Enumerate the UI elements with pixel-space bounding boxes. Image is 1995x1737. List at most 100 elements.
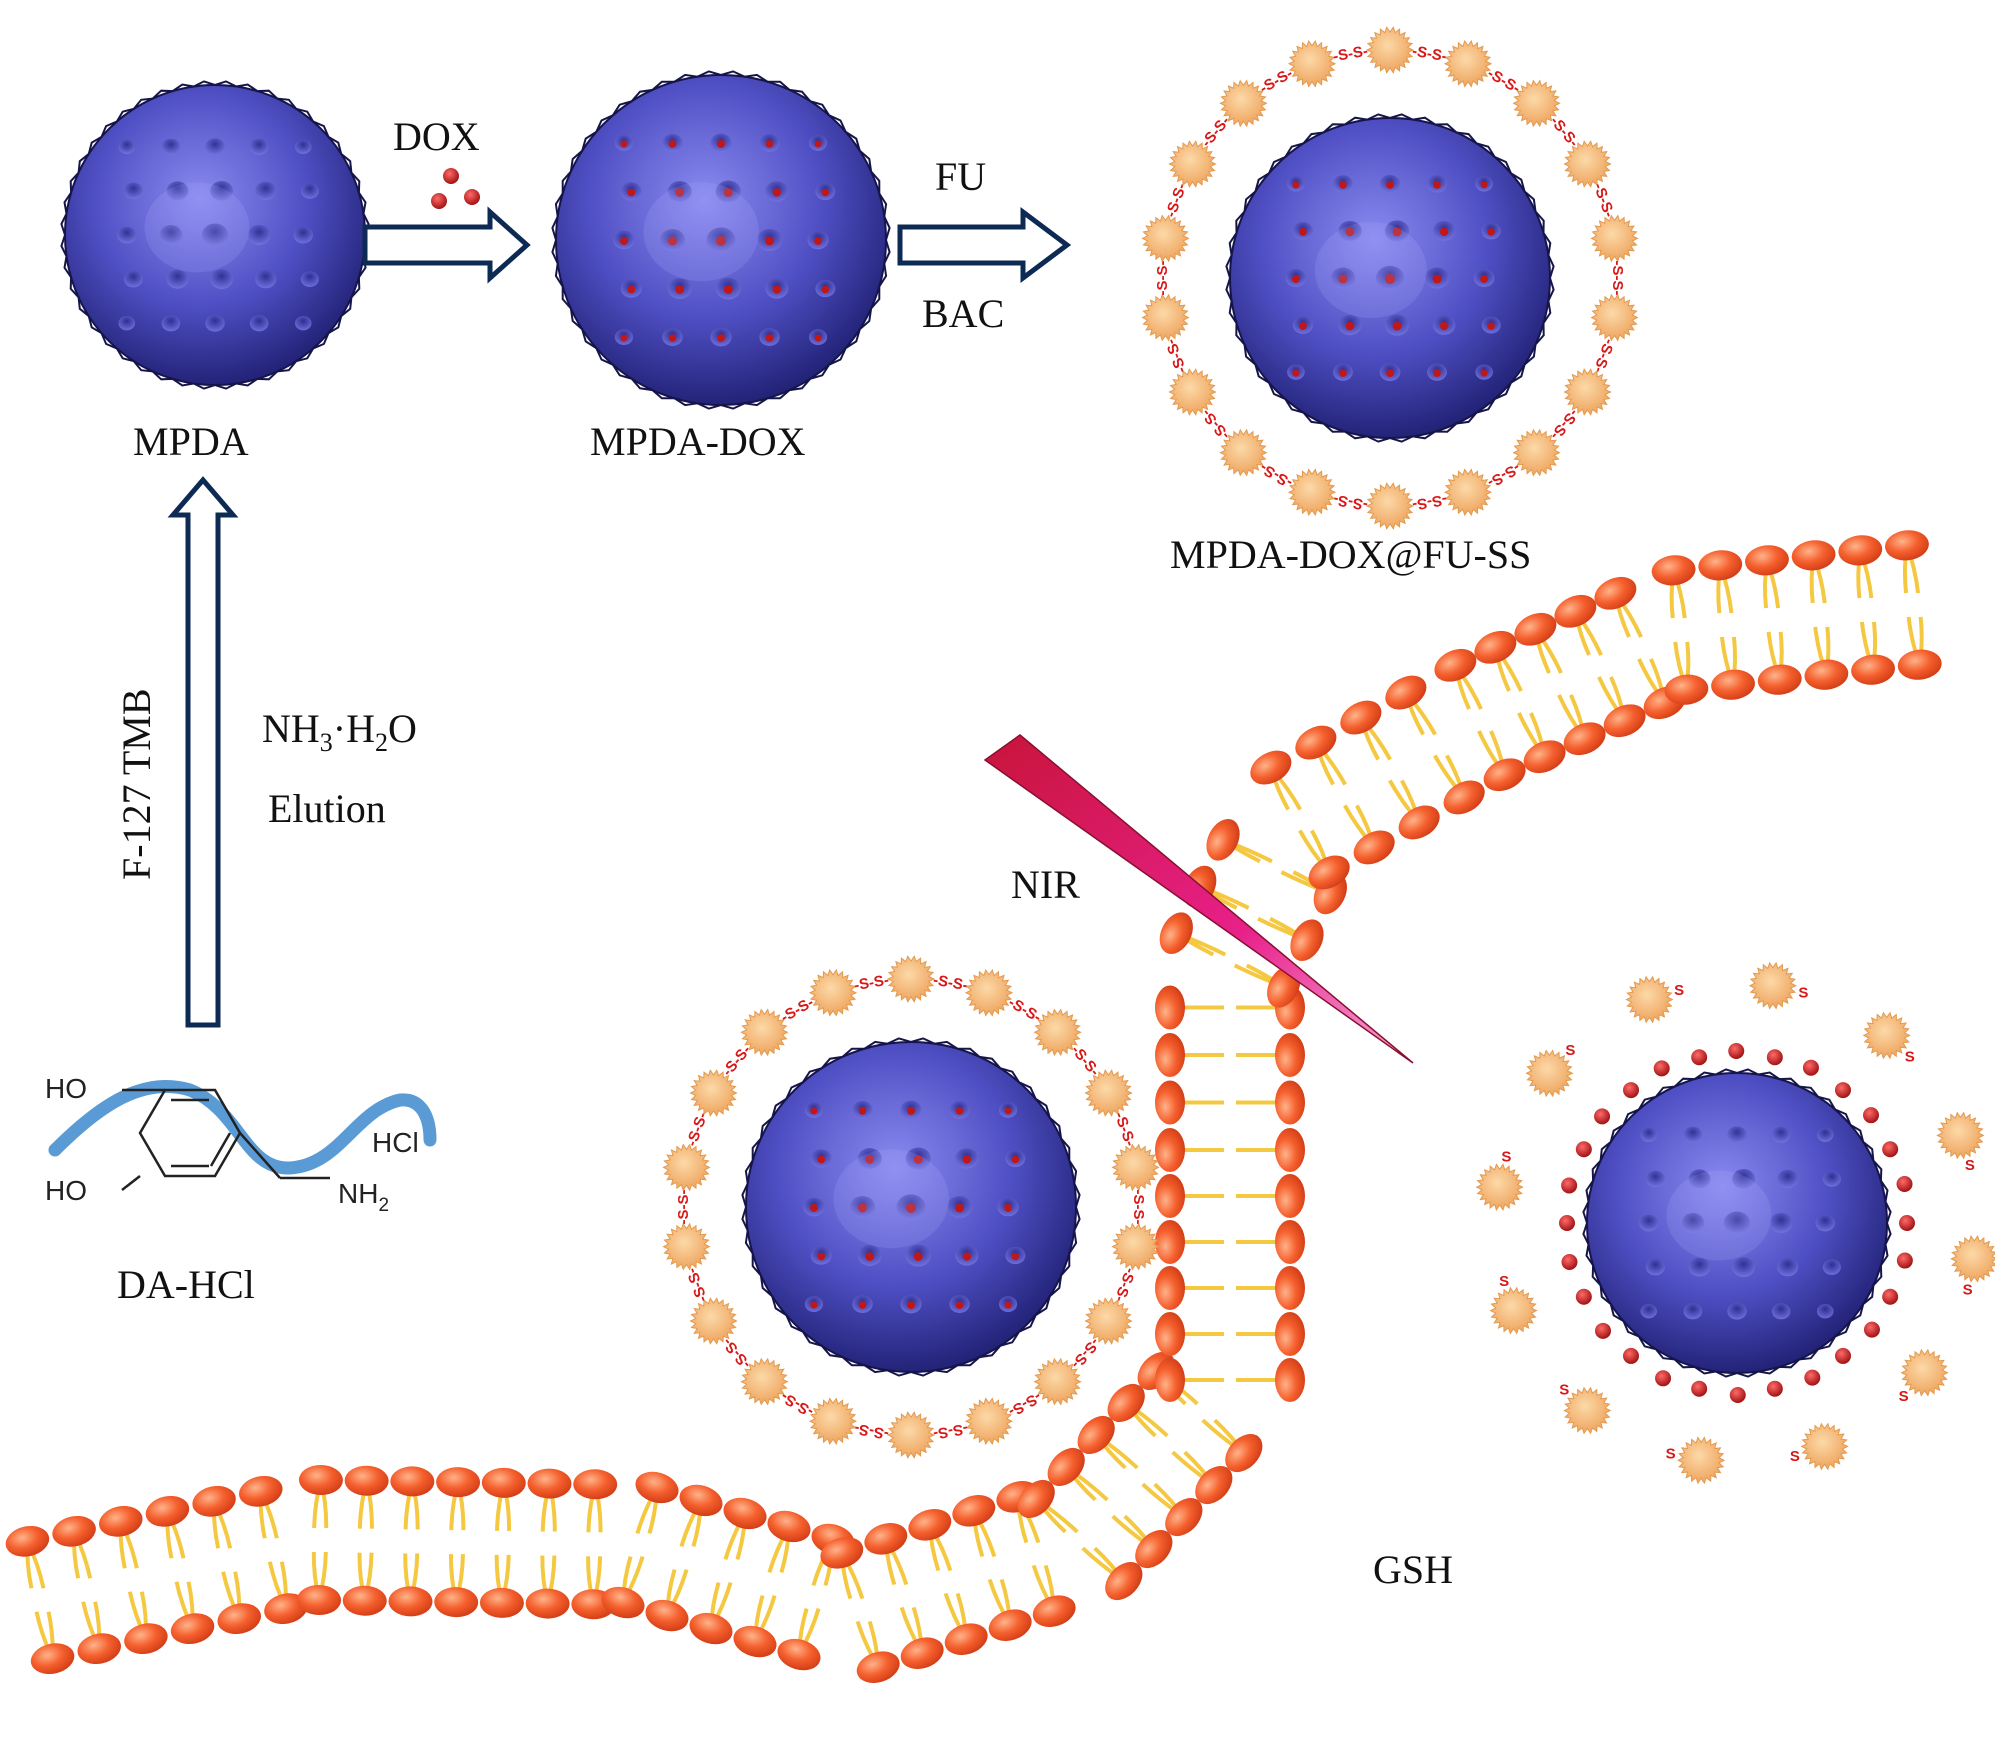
fuss-shell-top-disulfide: -S-S- [1162,181,1190,220]
released-sphere-pore [1639,1214,1659,1232]
fuss-shell-top-bead [1443,468,1493,517]
mpda-sphere-pore [161,138,181,155]
membrane-crossing-sphere-dox-dot [858,1107,867,1115]
nh2-text: NH [338,1178,378,1209]
lipid-bilayer-head [77,1633,121,1665]
released-dox [1559,1215,1575,1231]
released-dox [1728,1043,1745,1060]
lipid-bilayer-head [297,1584,342,1615]
fuss-shell-membrane-bead-fringe [808,1397,858,1446]
mpda-dox-fuss-sphere-dox-dot [1480,181,1488,189]
fuss-shell-top-bead-fringe [1141,214,1190,263]
fuss-shell-top-disulfide: -S-S- [1411,43,1448,66]
fuss-shell-top-bead [1512,428,1561,477]
mpda-dox-sphere-dox-dot [627,285,636,294]
lipid-bilayer-head [864,1523,908,1555]
lipid-bilayer-head [192,1485,236,1517]
broken-shell-bead-fringe [1800,1422,1849,1471]
fuss-shell-membrane-disulfide: -S-S- [1130,1190,1147,1225]
fuss-shell-top-bead [1287,468,1337,517]
fuss-shell-membrane-bead-fringe [1111,1222,1160,1271]
lipid-bilayer [5,530,1942,1683]
released-sphere-pore [1640,1304,1658,1319]
nir-laser-beam [983,734,1414,1064]
fuss-shell-membrane-disulfide: -S-S- [719,1334,755,1372]
mpda-sphere-pore [117,226,137,244]
lipid-bilayer-head [1897,649,1942,680]
fu-label: FU [935,154,986,199]
mpda-dox-fuss-sphere-dox-dot [1432,274,1442,284]
lipid-bilayer-head [1165,1498,1203,1537]
lipid-bilayer-head [1434,648,1477,682]
lipid-bilayer-head [1275,1128,1305,1172]
lipid-bilayer-head [298,1465,343,1496]
fuss-shell-membrane-disulfide: -S-S- [683,1266,711,1305]
broken-shell-bead-fringe [1862,1011,1911,1060]
released-sphere-pore [1723,1211,1751,1235]
membrane-crossing-sphere-dox-dot [1004,1107,1012,1115]
fuss-shell-top-disulfide: -S-S- [1332,491,1369,514]
mpda-sphere-pore [247,225,271,245]
released-dox [1882,1141,1899,1158]
mpda-dox-sphere-dox-dot [620,334,628,342]
lipid-bilayer-head [1483,758,1526,792]
fuss-shell-top-bead-fringe [1512,428,1561,477]
membrane-crossing-sphere-dox-dot [858,1301,867,1309]
released-sphere-pore [1688,1169,1711,1189]
released-dox [1691,1049,1708,1066]
lipid-bilayer-head [388,1586,433,1617]
lipid-bilayer-head [689,1612,733,1645]
lipid-bilayer-head [1651,555,1696,586]
fuss-shell-top-bead [1512,79,1561,128]
fuss-shell-membrane-bead-fringe [964,968,1014,1017]
released-sphere-pore [1645,1170,1665,1188]
lipid-bilayer-head [344,1465,389,1496]
mpda-sphere-pore [249,315,269,332]
fuss-shell-top-bead [1563,140,1612,188]
released-sphere-pore [1769,1213,1793,1233]
membrane-crossing-sphere-dox-dot [810,1301,818,1309]
lipid-bilayer-head [1295,725,1337,760]
lipid-bilayer-head [124,1623,168,1655]
mpda-dox-fuss-sphere-dox-dot [1439,321,1449,331]
da-hcl-label: DA-HCl [117,1262,255,1307]
lipid-bilayer-head [1745,545,1789,576]
fuss-shell-top-disulfide: -S-S- [1332,43,1369,66]
fuss-shell-membrane-bead [689,1069,738,1117]
released-sphere-pore [1688,1257,1711,1277]
released-dox [1802,1059,1819,1076]
fuss-shell-top-disulfide: -S-S- [1484,65,1523,97]
lipid-bilayer-head [434,1587,479,1618]
lipid-bilayer-head [527,1468,572,1499]
h2o-subscript: 2 [375,728,388,757]
released-sphere-pore [1771,1303,1791,1320]
fuss-shell-top-bead-fringe [1563,368,1612,416]
lipid-bilayer-head [1554,594,1597,628]
lipid-bilayer-head [1290,919,1324,961]
dox-label: DOX [393,114,480,159]
lipid-bilayer-head [1206,819,1240,861]
released-dox [1766,1380,1783,1397]
lipid-bilayer-head [1275,1220,1305,1264]
fuss-shell-top-bead-fringe [1287,39,1337,88]
released-sphere-pore [1727,1302,1747,1320]
mpda-dox-fuss-sphere-dox-dot [1292,369,1300,377]
thiol-label: S [1790,1448,1800,1465]
fuss-shell-membrane-bead [964,968,1014,1017]
lipid-bilayer-head [436,1467,481,1498]
released-dox [1623,1082,1640,1099]
lipid-bilayer-head [1851,654,1895,685]
lipid-bilayer-head [1791,540,1836,571]
fuss-shell-top-bead-fringe [1512,79,1561,128]
bac-label: BAC [922,291,1004,336]
gsh-label: GSH [1373,1547,1453,1592]
elution-label: Elution [268,786,386,831]
lipid-bilayer-head [52,1515,96,1547]
ho-top-label: HO [45,1073,87,1104]
fuss-shell-top-bead-fringe [1590,293,1639,342]
lipid-bilayer-head [1340,700,1382,735]
mpda-dox-label: MPDA-DOX [590,419,806,464]
released-dox [1896,1252,1913,1269]
fuss-shell-membrane-bead-fringe [689,1069,738,1117]
fuss-shell-membrane-bead-fringe [964,1397,1014,1446]
